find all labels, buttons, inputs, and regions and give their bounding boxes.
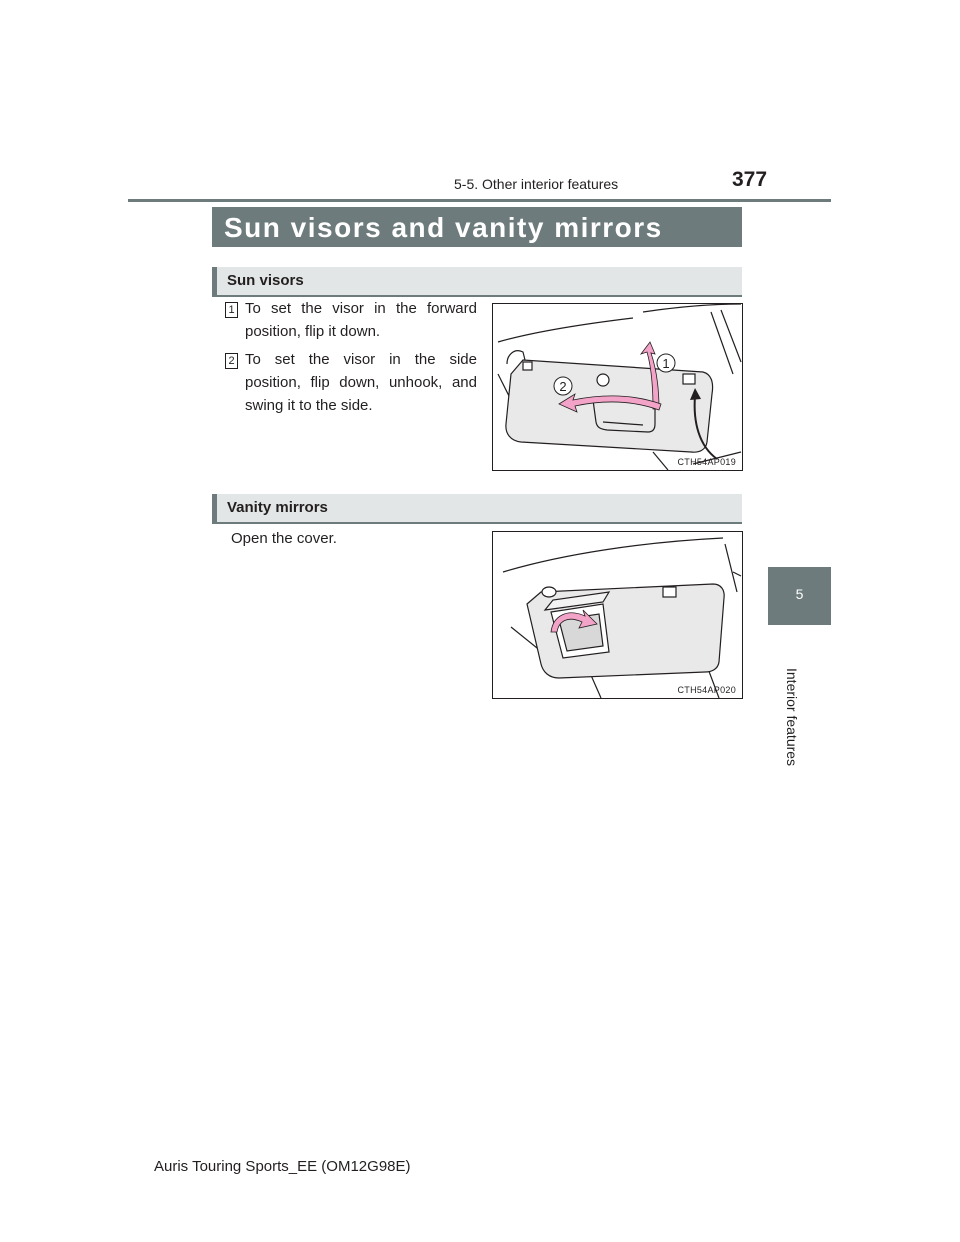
figure-code: CTH54AP019	[677, 457, 736, 467]
vanity-mirror-drawing	[502, 537, 742, 698]
step-number-1: 1	[225, 302, 238, 318]
chapter-number: 5	[795, 586, 804, 602]
footer-model: Auris Touring Sports_EE (OM12G98E)	[154, 1158, 411, 1175]
step-text-1: To set the visor in the forward position…	[245, 300, 477, 340]
step-text-2: To set the visor in the side position, f…	[245, 351, 477, 414]
subheading-label: Vanity mirrors	[227, 499, 328, 516]
sun-visor-illustration: 1 2 CTH54AP019	[492, 303, 743, 471]
chapter-label-text: Interior features	[784, 668, 800, 767]
subheading-sun-visors: Sun visors	[212, 267, 742, 297]
subheading-label: Sun visors	[227, 272, 304, 289]
vanity-mirror-illustration: CTH54AP020	[492, 531, 743, 699]
subheading-vanity-mirrors: Vanity mirrors	[212, 494, 742, 524]
page-title: Sun visors and vanity mirrors	[224, 212, 663, 243]
subheading-accent	[212, 494, 217, 524]
chapter-tab: 5	[768, 567, 831, 625]
callout-2: 2	[559, 379, 566, 394]
sun-visor-drawing: 1 2	[497, 304, 742, 470]
title-bar: Sun visors and vanity mirrors	[212, 207, 742, 247]
header-divider	[128, 199, 831, 202]
figure-code: CTH54AP020	[677, 685, 736, 695]
subheading-accent	[212, 267, 217, 297]
section-title: 5-5. Other interior features	[454, 176, 619, 192]
page-number: 377	[732, 168, 768, 191]
step-number-2: 2	[225, 353, 238, 369]
callout-1: 1	[662, 356, 669, 371]
vanity-instruction: Open the cover.	[231, 530, 337, 547]
